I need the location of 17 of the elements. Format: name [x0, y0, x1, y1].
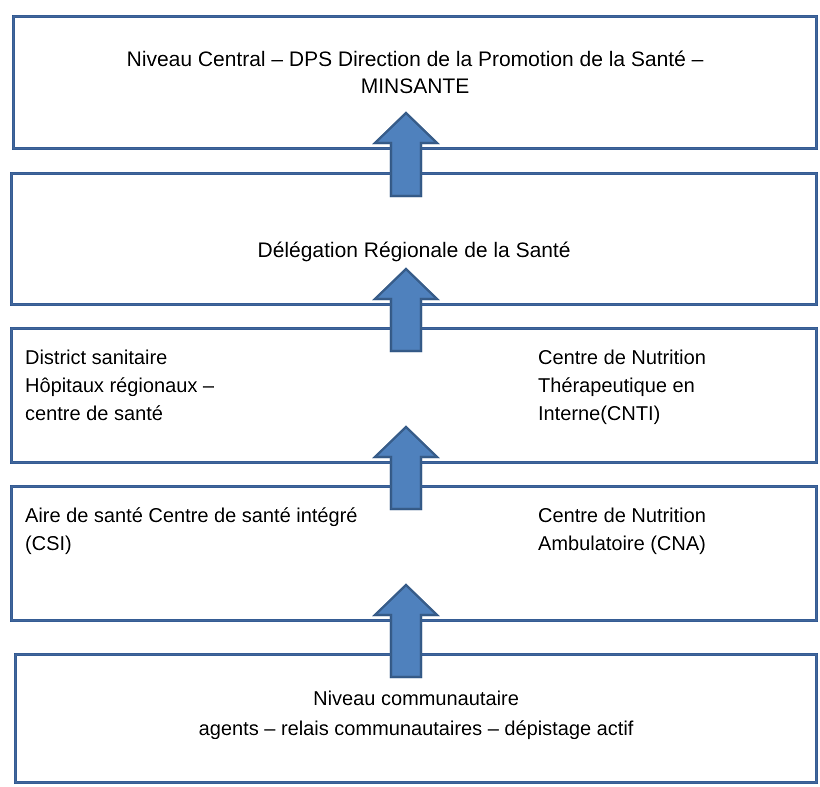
level-text: Centre de Nutrition Ambulatoire (CNA)	[538, 504, 707, 557]
level-text: District sanitaire Hôpitaux régionaux – centre de santé	[25, 346, 216, 427]
block-arrow	[372, 583, 440, 678]
level-box	[14, 653, 818, 784]
block-arrow	[372, 111, 440, 198]
block-arrow	[372, 425, 440, 510]
level-box	[10, 172, 818, 306]
level-box	[10, 485, 818, 622]
level-box	[12, 15, 818, 150]
level-text: agents – relais communautaires – dépistage actif	[198, 717, 634, 742]
level-text: Aire de santé Centre de santé intégré (CSI)	[25, 504, 358, 557]
level-text: Niveau communautaire	[312, 687, 520, 712]
level-text: Centre de Nutrition Thérapeutique en Interne(CNTI)	[538, 346, 707, 427]
level-text: Délégation Régionale de la Santé	[256, 238, 572, 264]
level-box	[10, 327, 818, 464]
level-text: Niveau Central – DPS Direction de la Promotion de la Santé – MINSANTE	[126, 47, 704, 100]
block-arrow	[372, 267, 440, 352]
